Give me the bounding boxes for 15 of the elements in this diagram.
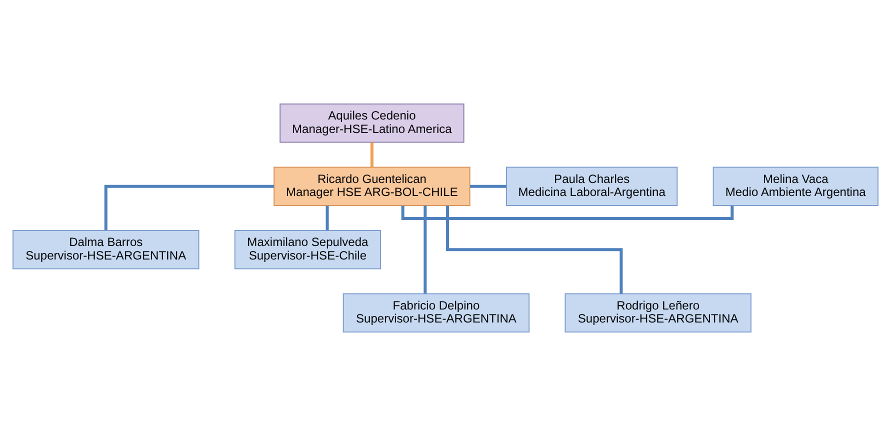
node-box: Ricardo Guentelican Manager HSE ARG-BOL-CHILE [273, 166, 470, 206]
node-box: Maximilano Sepulveda Supervisor-HSE-Chile [234, 230, 380, 270]
connector [446, 206, 622, 294]
connector [423, 206, 426, 294]
node-box: Dalma Barros Supervisor-HSE-ARGENTINA [12, 230, 199, 270]
connector [104, 184, 274, 230]
node-box: Melina Vaca Medio Ambiente Argentina [712, 166, 878, 206]
connector [325, 206, 328, 230]
node-box: Fabricio Delpino Supervisor-HSE-ARGENTINA [342, 293, 530, 332]
node-box: Rodrigo Leñero Supervisor-HSE-ARGENTINA [564, 293, 751, 332]
connector [400, 206, 734, 220]
connector [370, 142, 373, 168]
connector [470, 184, 506, 188]
node-box: Aquiles Cedenio Manager-HSE-Latino America [279, 104, 464, 143]
node-box: Paula Charles Medicina Laboral-Argentina [506, 166, 678, 206]
